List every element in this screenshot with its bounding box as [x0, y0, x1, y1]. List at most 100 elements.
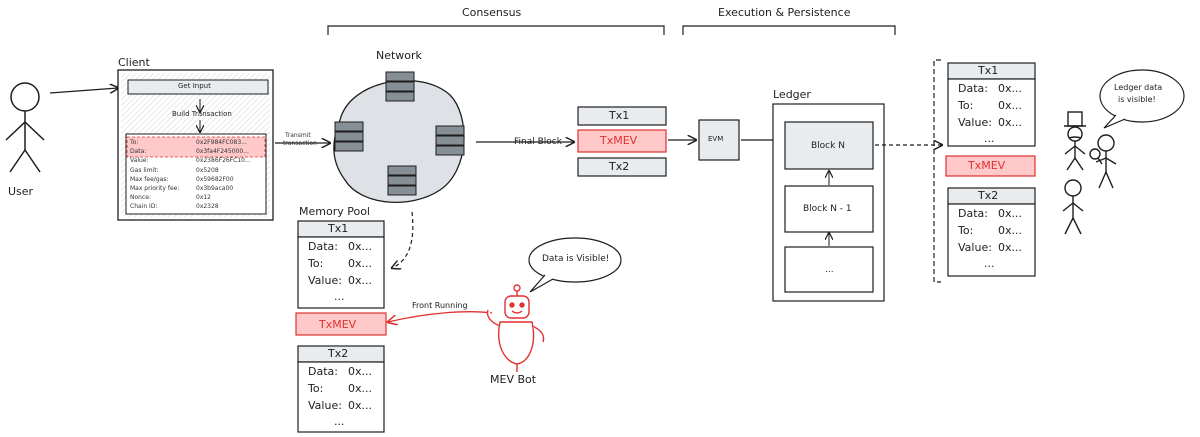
mev-bot-robot: [486, 284, 545, 372]
tx-ellipsis: ...: [334, 290, 345, 303]
section-execution: Execution & Persistence: [718, 6, 851, 19]
client-field-key: Data:: [130, 148, 147, 156]
section-consensus: Consensus: [462, 6, 522, 19]
tx-row-key: Data:: [958, 82, 988, 95]
observer-detective: [1089, 134, 1117, 189]
tx-ellipsis: ...: [334, 415, 345, 428]
server-right: [435, 125, 465, 156]
tx-row-key: Data:: [958, 207, 988, 220]
client-field-value: 0x2F984FC083...: [196, 139, 247, 146]
block-tx1-label: Tx1: [609, 109, 630, 122]
evm-label: EVM: [708, 135, 724, 143]
block-tx2-label: Tx2: [609, 160, 630, 173]
client-field-key: Value:: [130, 157, 149, 165]
tx-row-key: Data:: [308, 240, 338, 253]
client-field-value: 0x3fa4F245000...: [196, 148, 249, 156]
client-field-value: 0x5208: [196, 166, 219, 174]
front-running-label: Front Running: [412, 301, 468, 310]
tx-row-value: 0x...: [998, 82, 1022, 95]
transmit-label-2: transaction: [283, 140, 317, 147]
client-field-key: Max fee/gas:: [130, 175, 169, 183]
network-title: Network: [376, 49, 422, 62]
consensus-bracket: [327, 25, 665, 35]
mev-bot-label: MEV Bot: [490, 373, 537, 386]
tx-row-value: 0x...: [348, 399, 372, 412]
mev-bubble-text: Data is Visible!: [542, 254, 610, 264]
observers-speech-bubble: [1099, 69, 1185, 129]
tx-ellipsis: ...: [984, 132, 995, 145]
view-tx1-box: [947, 62, 1036, 147]
tx-row-key: To:: [308, 382, 324, 395]
observers-bubble-line2: is visible!: [1118, 95, 1156, 104]
client-box: [117, 69, 274, 221]
ledger-block-ellipsis: ...: [825, 265, 834, 275]
tx-row-value: 0x...: [998, 241, 1022, 254]
tx-row-key: To:: [308, 257, 324, 270]
server-top: [385, 71, 415, 102]
server-bottom: [387, 165, 417, 196]
final-block-label: Final Block: [514, 137, 562, 147]
client-field-value: 0x59682F00: [196, 175, 234, 183]
mempool-title: Memory Pool: [299, 205, 370, 218]
get-input-label: Get Input: [178, 82, 211, 90]
mempool-txmev-label: TxMEV: [319, 318, 357, 331]
mempool-tx1-box: [297, 220, 385, 309]
server-left: [334, 121, 364, 152]
client-field-key: Nonce:: [130, 194, 151, 202]
ledger-block-n: Block N: [811, 141, 845, 151]
evm-box: [698, 119, 740, 161]
observer-third: [1062, 179, 1084, 235]
tx-row-value: 0x...: [998, 224, 1022, 237]
tx-row-value: 0x...: [348, 274, 372, 287]
execution-bracket: [682, 25, 896, 35]
client-field-value: 0x3b9aca00: [196, 185, 234, 192]
tx-ellipsis: ...: [984, 257, 995, 270]
observers-bubble-line1: Ledger data: [1114, 83, 1163, 92]
tx-title: Tx2: [328, 347, 349, 360]
tx-row-key: Value:: [958, 116, 992, 129]
tx-row-value: 0x...: [348, 257, 372, 270]
client-field-key: Gas limit:: [130, 166, 159, 174]
ledger-view-bracket: [933, 59, 941, 283]
tx-row-value: 0x...: [348, 382, 372, 395]
mempool-tx2-box: [297, 345, 385, 433]
tx-row-value: 0x...: [348, 365, 372, 378]
tx-row-value: 0x...: [998, 116, 1022, 129]
tx-row-key: Value:: [958, 241, 992, 254]
view-txmev-box: [945, 155, 1036, 177]
tx-row-key: To:: [958, 99, 974, 112]
ledger-box: [772, 103, 885, 302]
ledger-block-n-1: Block N - 1: [803, 204, 852, 214]
client-field-value: 0x2386F26FC10...: [196, 157, 251, 165]
client-field-value: 0x2328: [196, 203, 219, 211]
mev-speech-bubble: [528, 237, 622, 293]
user-figure: [5, 82, 45, 173]
view-tx2-box: [947, 187, 1036, 277]
tx-row-value: 0x...: [348, 240, 372, 253]
client-field-value: 0x12: [196, 194, 212, 202]
tx-title: Tx2: [978, 189, 999, 202]
block-txmev-label: TxMEV: [600, 134, 638, 147]
tx-row-value: 0x...: [998, 207, 1022, 220]
client-field-key: Chain ID:: [130, 203, 158, 211]
tx-title: Tx1: [978, 64, 999, 77]
tx-row-key: Value:: [308, 399, 342, 412]
tx-row-key: Value:: [308, 274, 342, 287]
user-to-client-arrow: [49, 88, 118, 94]
tx-row-value: 0x...: [998, 99, 1022, 112]
tx-row-key: Data:: [308, 365, 338, 378]
user-label: User: [8, 185, 34, 198]
tx-row-key: To:: [958, 224, 974, 237]
front-running-arrow: [388, 311, 493, 322]
client-field-key: Max priority fee:: [130, 185, 180, 192]
tx-title: Tx1: [328, 222, 349, 235]
observer-top-hat: [1064, 111, 1086, 171]
ledger-title: Ledger: [773, 88, 811, 101]
network-to-mempool-arrow: [392, 211, 414, 268]
ledger-view-txmev-label: TxMEV: [968, 159, 1006, 172]
build-tx-label: Build Transaction: [172, 110, 232, 118]
client-field-key: To:: [130, 139, 139, 146]
client-title: Client: [118, 56, 150, 69]
